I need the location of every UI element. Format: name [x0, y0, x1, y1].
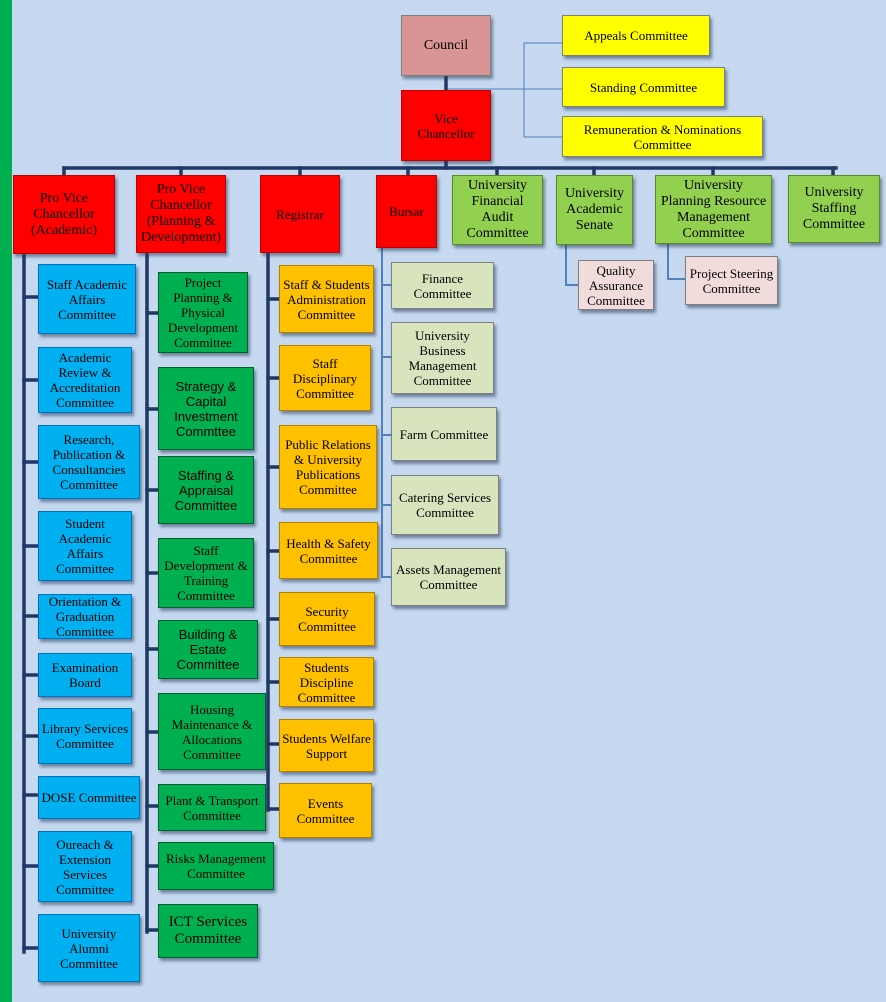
list-item: Examination Board	[38, 653, 132, 697]
list-item: University Business Management Committee	[391, 322, 494, 394]
list-item: Farm Committee	[391, 407, 497, 461]
staffing-committee-box: University Staffing Committee	[788, 175, 880, 243]
list-item: Staffing & Appraisal Committee	[158, 456, 254, 524]
quality-assurance-box: Quality Assurance Committee	[578, 260, 654, 310]
left-accent-bar	[0, 0, 12, 1002]
bursar-box: Bursar	[376, 175, 437, 248]
list-item: Students Discipline Committee	[279, 657, 374, 707]
list-item: Academic Review & Accreditation Committe…	[38, 347, 132, 413]
list-item: Public Relations & University Publicatio…	[279, 425, 377, 509]
remuneration-committee-box: Remuneration & Nominations Committee	[562, 116, 763, 157]
list-item: Orientation & Graduation Committee	[38, 594, 132, 639]
list-item: Health & Safety Committee	[279, 522, 378, 579]
list-item: Events Committee	[279, 783, 372, 838]
list-item: Security Committee	[279, 592, 375, 646]
financial-audit-box: University Financial Audit Committee	[452, 175, 543, 245]
registrar-box: Registrar	[260, 175, 340, 253]
list-item: Strategy & Capital Investment Commttee	[158, 367, 254, 450]
list-item: Risks Management Committee	[158, 842, 274, 890]
list-item: Plant & Transport Committee	[158, 784, 266, 831]
list-item: Housing Maintenance & Allocations Commit…	[158, 693, 266, 770]
list-item: Building & Estate Committee	[158, 620, 258, 679]
planning-resource-box: University Planning Resource Management …	[655, 175, 772, 244]
pvc-academic-box: Pro Vice Chancellor (Academic)	[13, 175, 115, 254]
list-item: Assets Management Committee	[391, 548, 506, 606]
academic-senate-box: University Academic Senate	[556, 175, 633, 245]
list-item: Students Welfare Support	[279, 719, 374, 772]
list-item: DOSE Committee	[38, 776, 140, 819]
list-item: Oureach & Extension Services Committee	[38, 831, 132, 902]
list-item: Finance Committee	[391, 262, 494, 309]
list-item: Library Services Committee	[38, 708, 132, 764]
council-box: Council	[401, 15, 491, 76]
standing-committee-box: Standing Committee	[562, 67, 725, 107]
appeals-committee-box: Appeals Committee	[562, 15, 710, 56]
list-item: Project Planning & Physical Development …	[158, 272, 248, 353]
list-item: Research, Publication & Consultancies Co…	[38, 425, 140, 499]
vice-chancellor-box: Vice Chancellor	[401, 90, 491, 161]
project-steering-box: Project Steering Committee	[685, 256, 778, 305]
list-item: Staff Disciplinary Committee	[279, 345, 371, 411]
list-item: Staff Development & Training Committee	[158, 538, 254, 608]
list-item: ICT Services Committee	[158, 904, 258, 958]
pvc-planning-box: Pro Vice Chancellor (Planning & Developm…	[136, 175, 226, 253]
list-item: Staff Academic Affairs Committee	[38, 264, 136, 334]
list-item: Catering Services Committee	[391, 475, 499, 535]
list-item: Staff & Students Administration Committe…	[279, 265, 374, 333]
list-item: Student Academic Affairs Committee	[38, 511, 132, 581]
list-item: University Alumni Committee	[38, 914, 140, 982]
